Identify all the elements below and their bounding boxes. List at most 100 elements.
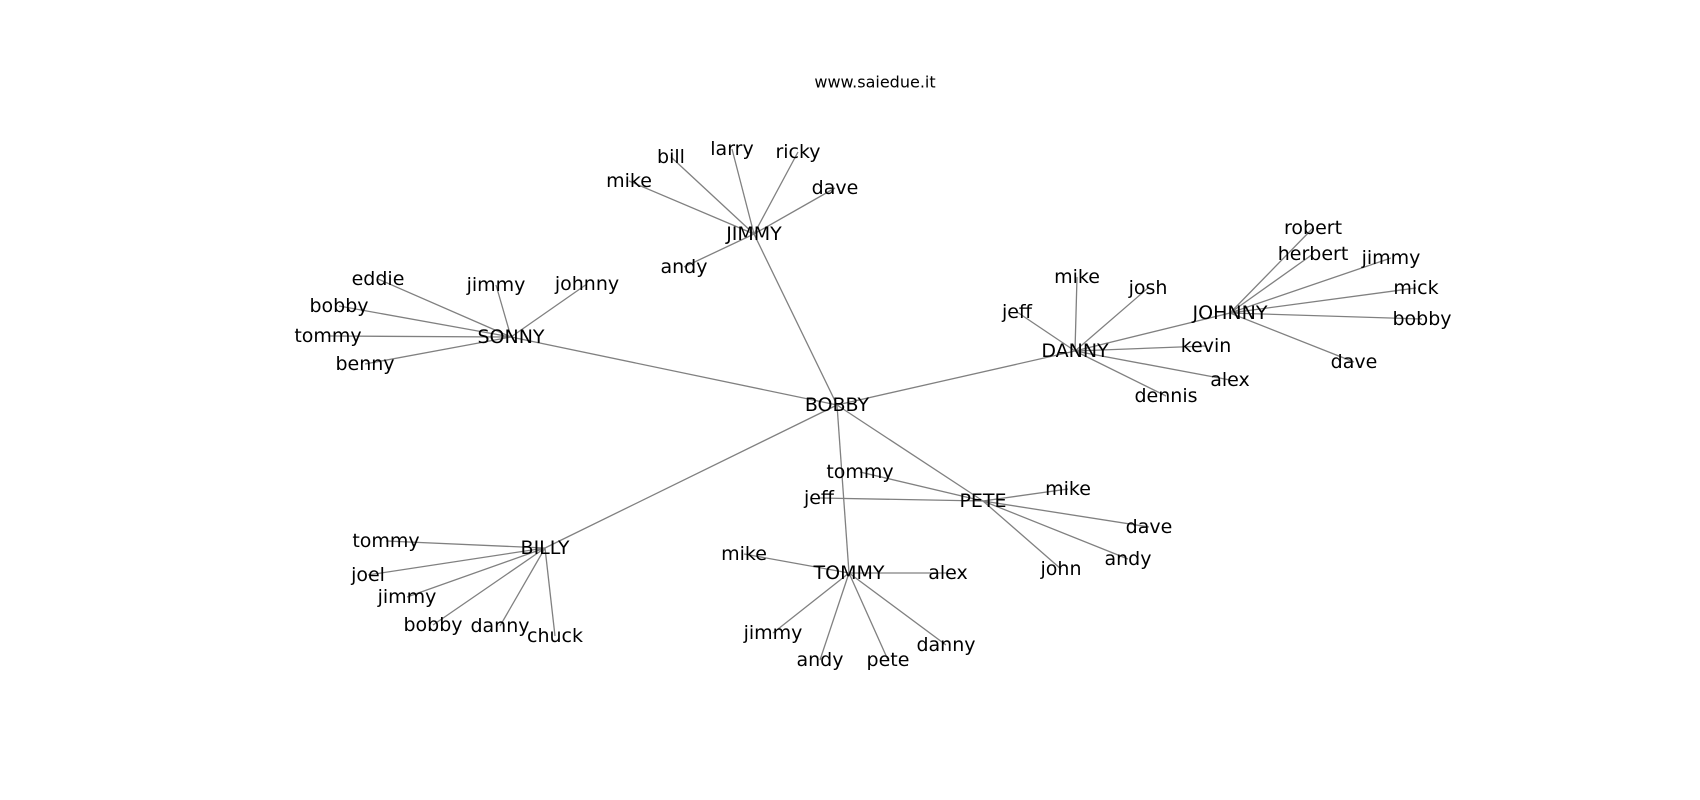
node-billy: BILLY [521,537,570,559]
edge-billy-billy_tommy [385,540,546,549]
node-jimmy-larry: larry [710,138,753,160]
edge-danny-danny_kevin [1074,345,1207,352]
edge-tommy-tommy_jimmy [772,572,850,634]
edge-sonny-sonny_bobby [338,305,512,338]
node-pete-jeff: jeff [803,487,835,509]
edge-billy-billy_chuck [544,547,556,637]
node-jimmy-mike: mike [606,170,652,192]
node-tommy-andy: andy [797,649,844,671]
edge-jimmy-jimmy_mike [628,180,755,235]
edge-bobby-tommy [836,404,850,574]
node-tommy-mike: mike [721,543,767,565]
node-danny-kevin: kevin [1181,335,1232,357]
edge-johnny-johnny_dave [1229,312,1355,363]
node-tommy-alex: alex [928,562,968,584]
edge-johnny-johnny_jimmy [1229,257,1392,314]
edge-billy-billy_bobby [432,547,546,626]
edge-johnny-johnny_robert [1229,227,1314,314]
node-label-layer: BOBBYJIMMYSONNYDANNYJOHNNYPETETOMMYBILLY… [294,138,1451,671]
node-pete-tommy: tommy [826,461,893,483]
node-jimmy-dave: dave [812,177,859,199]
edge-danny-johnny [1074,312,1231,352]
edge-tommy-tommy_mike [743,553,850,574]
node-sonny: SONNY [477,326,544,348]
node-danny-alex: alex [1210,369,1250,391]
node-sonny-eddie: eddie [352,268,405,290]
node-johnny-jimmy: jimmy [1361,247,1421,269]
node-danny: DANNY [1041,340,1109,362]
node-sonny-tommy: tommy [294,325,361,347]
node-jimmy-bill: bill [657,146,685,168]
edge-danny-danny_mike [1074,276,1078,352]
edge-billy-billy_joel [367,547,546,576]
node-billy-joel: joel [350,564,385,586]
edge-pete-pete_jeff [818,497,984,502]
node-johnny-mick: mick [1393,277,1438,299]
edge-johnny-johnny_herbert [1229,253,1314,314]
edge-pete-pete_dave [982,500,1150,528]
edge-bobby-billy [544,404,838,549]
node-danny-josh: josh [1128,277,1168,299]
edge-layer [327,148,1423,661]
node-sonny-johnny: johnny [554,273,619,295]
node-billy-tommy: tommy [352,530,419,552]
edge-danny-danny_josh [1074,287,1149,352]
edge-sonny-sonny_benny [364,336,512,365]
node-danny-dennis: dennis [1134,385,1197,407]
page-title: www.saiedue.it [814,73,935,92]
edge-billy-billy_danny [499,547,546,627]
edge-tommy-tommy_danny [848,572,947,646]
node-johnny-robert: robert [1284,217,1342,239]
edge-johnny-johnny_mick [1229,287,1417,314]
node-pete-andy: andy [1105,548,1152,570]
node-jimmy-andy: andy [661,256,708,278]
edge-sonny-sonny_tommy [327,335,512,338]
node-johnny-herbert: herbert [1278,243,1349,265]
node-sonny-bobby: bobby [309,295,368,317]
edge-jimmy-jimmy_dave [753,187,836,235]
edge-tommy-tommy_pete [848,572,889,661]
edge-pete-pete_andy [982,500,1129,560]
edge-danny-danny_dennis [1074,350,1167,397]
edge-sonny-sonny_jimmy [495,284,512,338]
edge-jimmy-jimmy_ricky [753,151,799,235]
edge-bobby-danny [836,350,1076,406]
node-bobby: BOBBY [805,394,870,416]
edge-danny-danny_jeff [1016,311,1076,352]
edge-pete-pete_john [982,500,1062,570]
node-billy-bobby: bobby [403,614,462,636]
node-johnny-dave: dave [1331,351,1378,373]
node-tommy-pete: pete [867,649,910,671]
edge-bobby-sonny [510,336,838,406]
node-danny-mike: mike [1054,266,1100,288]
edge-danny-danny_alex [1074,350,1231,381]
node-billy-chuck: chuck [527,625,583,647]
edge-tommy-tommy_andy [819,572,850,661]
edge-johnny-johnny_bobby [1229,312,1423,320]
edge-sonny-sonny_eddie [377,278,512,338]
node-johnny-bobby: bobby [1392,308,1451,330]
edge-jimmy-jimmy_andy [683,233,755,268]
node-tommy-jimmy: jimmy [743,622,803,644]
edge-jimmy-jimmy_larry [731,148,755,235]
edge-pete-pete_tommy [859,471,984,502]
node-pete-john: john [1040,558,1082,580]
node-johnny: JOHNNY [1192,302,1268,324]
edge-bobby-pete [836,404,984,502]
node-pete-mike: mike [1045,478,1091,500]
edge-sonny-sonny_johnny [510,283,588,338]
node-billy-jimmy: jimmy [377,586,437,608]
node-billy-danny: danny [470,615,529,637]
node-pete: PETE [959,490,1006,512]
node-jimmy: JIMMY [725,223,782,245]
edge-bobby-jimmy [753,233,838,406]
node-danny-jeff: jeff [1001,301,1033,323]
edge-billy-billy_jimmy [406,547,546,598]
node-pete-dave: dave [1126,516,1173,538]
node-sonny-benny: benny [335,353,394,375]
edge-jimmy-jimmy_bill [670,156,755,235]
node-jimmy-ricky: ricky [775,141,820,163]
edge-pete-pete_mike [982,488,1069,502]
